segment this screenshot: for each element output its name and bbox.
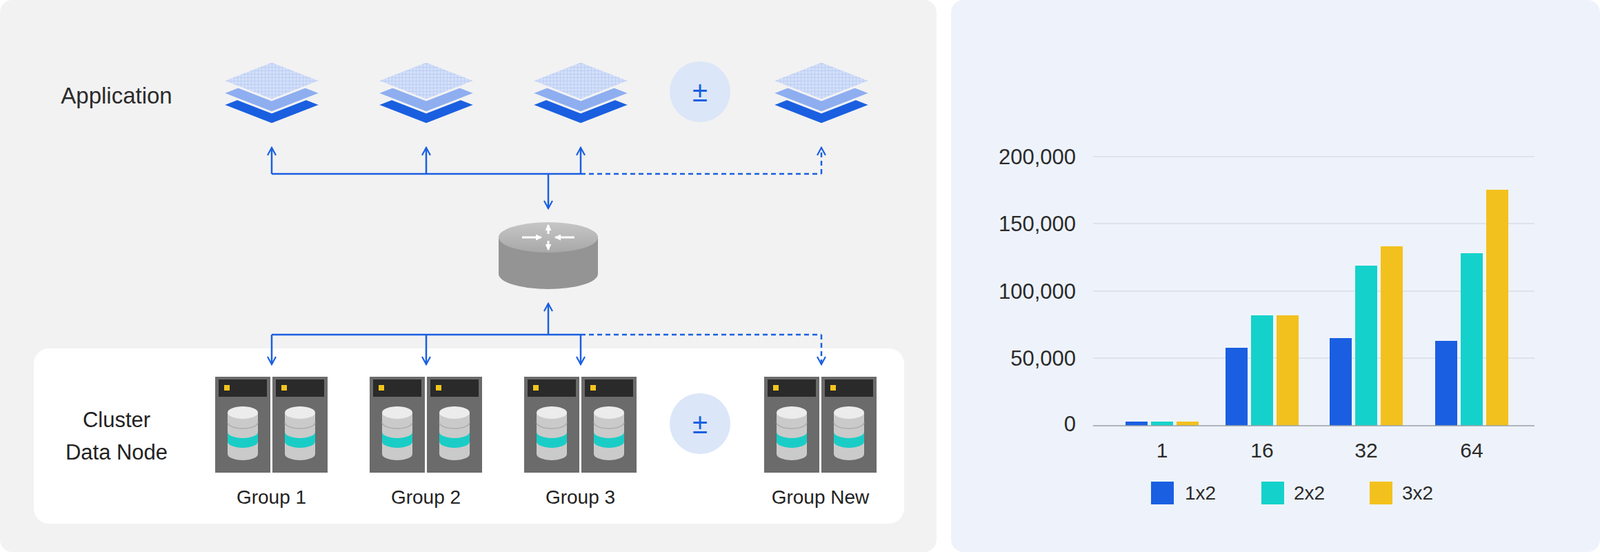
bar-series	[1125, 189, 1509, 426]
server-group: Group 2	[369, 376, 483, 512]
legend-swatch	[1151, 481, 1174, 505]
gridline	[1093, 222, 1535, 225]
group-label: Group 2	[342, 485, 510, 509]
bus-line	[271, 173, 581, 176]
architecture-panel	[0, 0, 937, 552]
legend-swatch	[1369, 481, 1393, 505]
group-label: Group 3	[496, 485, 665, 509]
arrow-line	[820, 147, 823, 174]
arrow-line	[547, 303, 550, 335]
legend-swatch	[1261, 481, 1285, 505]
bus-line	[580, 333, 822, 336]
server-icon	[426, 376, 483, 473]
bar	[1460, 253, 1483, 426]
bar	[1276, 315, 1299, 426]
router-arrow	[547, 240, 550, 250]
router-top	[498, 222, 598, 253]
plus-minus-button: ±	[669, 393, 731, 454]
axis-category-label: 32	[1354, 440, 1378, 461]
server-icon	[581, 376, 637, 473]
router-body	[498, 237, 598, 289]
router-arrow	[522, 236, 542, 239]
gridline	[1093, 290, 1535, 292]
gridline	[1093, 155, 1535, 158]
chart-panel	[951, 0, 1600, 552]
cluster-panel: Cluster Data NodeGroup 1Group 2Group 3±G…	[33, 348, 905, 524]
group-label: Group 1	[187, 485, 356, 509]
server-icon	[524, 376, 580, 473]
bus-line	[580, 173, 822, 176]
server-icon	[821, 376, 877, 473]
bar	[1176, 421, 1199, 426]
axis-category-label: 64	[1460, 440, 1483, 461]
arrow-line	[425, 334, 428, 365]
plus-minus-button: ±	[669, 61, 731, 123]
axis-category-label: 16	[1250, 440, 1274, 461]
bar	[1355, 265, 1378, 426]
router-arrow	[547, 224, 550, 234]
axis-tick-label: 200,000	[998, 146, 1076, 168]
arrow-line	[271, 147, 274, 174]
bus-line	[271, 333, 581, 336]
plus-minus-sign: ±	[669, 61, 731, 123]
axis-tick-label: 50,000	[1010, 347, 1076, 369]
arrow-line	[580, 147, 583, 174]
server-icon	[369, 376, 425, 473]
axis-tick-label: 150,000	[998, 213, 1076, 235]
server-group: Group 3	[524, 376, 637, 512]
arrow-line	[547, 173, 550, 209]
arrow-line	[271, 334, 274, 365]
server-icon	[215, 376, 271, 473]
application-icon	[222, 61, 322, 125]
axis-tick-label: 0	[1064, 413, 1076, 435]
chart-baseline	[1093, 424, 1535, 427]
bar	[1486, 189, 1509, 426]
bar	[1251, 315, 1274, 426]
axis-tick-label: 100,000	[998, 280, 1076, 303]
router-arrow	[555, 236, 575, 239]
application-icon	[376, 61, 476, 125]
server-icon	[272, 376, 328, 473]
server-group: Group 1	[215, 376, 328, 512]
bar	[1125, 421, 1148, 426]
bar	[1151, 421, 1174, 426]
application-icon	[771, 61, 872, 125]
arrow-line	[580, 334, 583, 365]
group-label: Group New	[736, 485, 905, 509]
bar	[1380, 246, 1403, 426]
legend-text: 2x2	[1293, 483, 1325, 503]
chart-gridlines	[1093, 156, 1535, 358]
arrow-line	[820, 334, 823, 365]
bar	[1435, 340, 1458, 426]
bar	[1329, 337, 1352, 426]
gridline	[1093, 357, 1535, 359]
router-icon	[498, 222, 598, 289]
server-group: Group New	[764, 376, 877, 512]
axis-category-label: 1	[1156, 440, 1169, 461]
cluster-label: Cluster Data Node	[61, 403, 172, 469]
arrow-line	[425, 147, 428, 174]
application-icon	[531, 61, 631, 125]
bar	[1225, 347, 1248, 426]
server-icon	[764, 376, 820, 473]
plus-minus-sign: ±	[669, 393, 731, 454]
tier-label: Application	[60, 84, 172, 107]
legend-text: 1x2	[1184, 483, 1216, 503]
legend-text: 3x2	[1402, 483, 1434, 503]
